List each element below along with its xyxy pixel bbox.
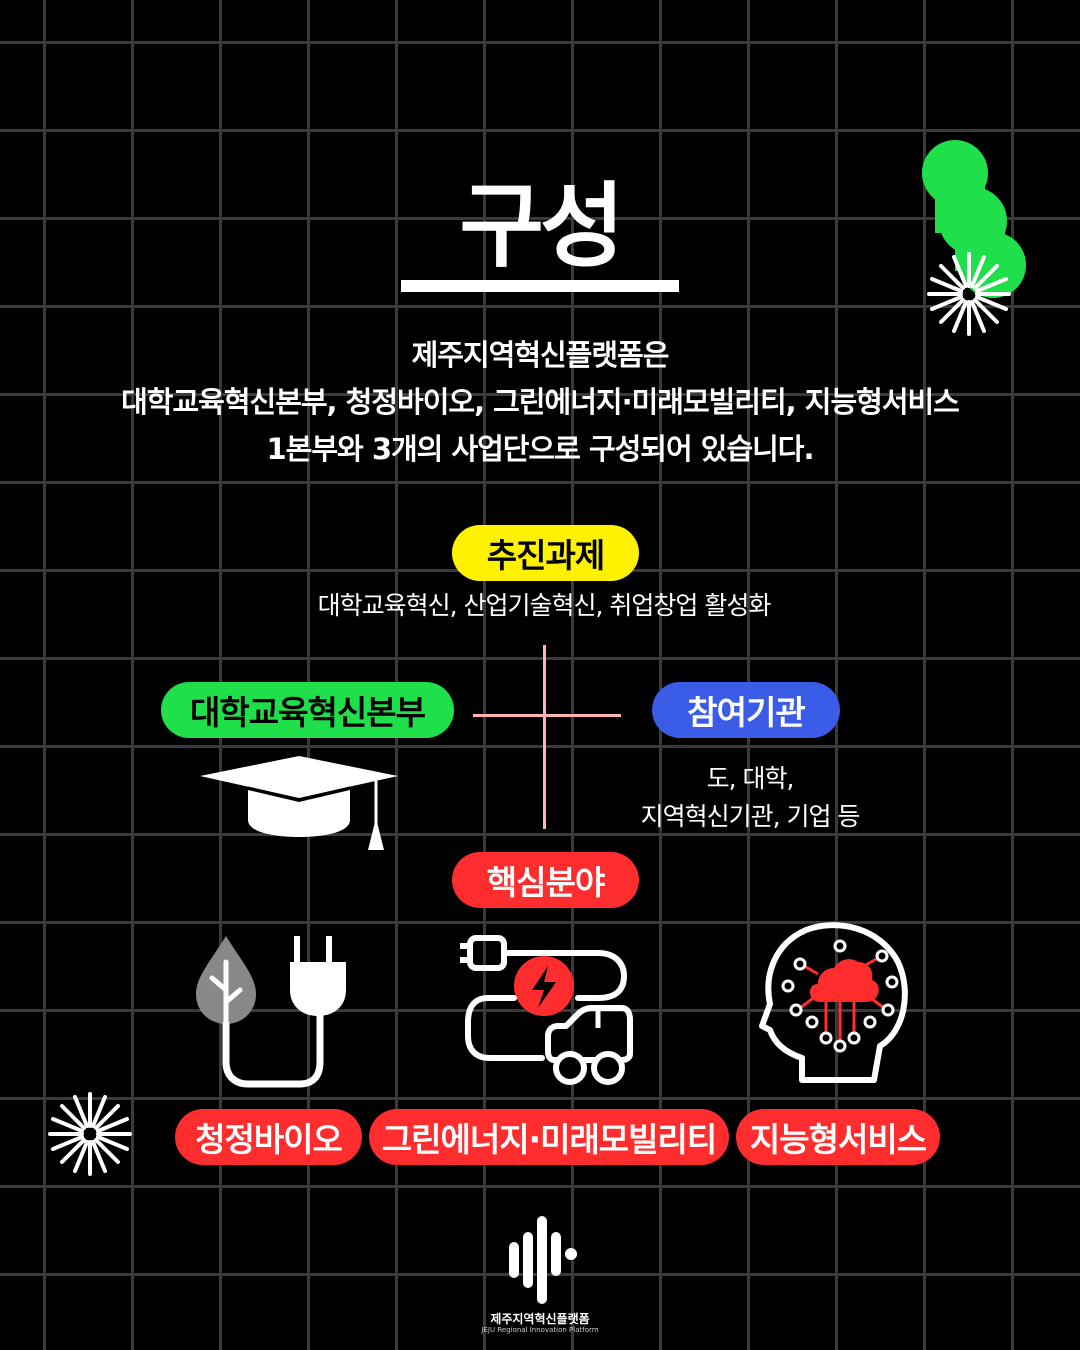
graduation-cap-icon [200, 756, 398, 850]
ai-head-icon [759, 922, 908, 1083]
logo-subtitle: JEJU Regional Innovation Platform [481, 1326, 599, 1334]
electric-car-icon [460, 935, 633, 1085]
intro-line-2: 대학교육혁신본부, 청정바이오, 그린에너지·미래모빌리티, 지능형서비스 [121, 385, 960, 419]
starburst-icon [927, 252, 1011, 336]
intro-line-1: 제주지역혁신플랫폼은 [411, 338, 670, 372]
decorative-green-blob-icon [922, 140, 1026, 298]
tasks-description: 대학교육혁신, 산업기술혁신, 취업창업 활성화 [317, 591, 772, 620]
tasks-badge: 추진과제 [452, 525, 639, 581]
field-intelligent-service: 지능형서비스 [736, 1109, 940, 1165]
participants-badge: 참여기관 [652, 682, 840, 738]
intro-text: 제주지역혁신플랫폼은 대학교육혁신본부, 청정바이오, 그린에너지·미래모빌리티… [0, 332, 1080, 473]
field-clean-bio: 청정바이오 [175, 1109, 362, 1165]
headquarters-badge: 대학교육혁신본부 [161, 682, 454, 738]
intro-line-3: 1본부와 3개의 사업단으로 구성되어 있습니다. [266, 432, 815, 466]
participants-description: 도, 대학, 지역혁신기관, 기업 등 [600, 760, 900, 836]
field-green-energy: 그린에너지·미래모빌리티 [369, 1109, 729, 1165]
participants-line-2: 지역혁신기관, 기업 등 [640, 802, 861, 831]
starburst-icon [48, 1092, 132, 1176]
logo-name: 제주지역혁신플랫폼 [490, 1312, 590, 1326]
leaf-plug-icon [196, 936, 346, 1088]
participants-line-1: 도, 대학, [706, 764, 795, 793]
core-fields-badge: 핵심분야 [452, 852, 639, 908]
page-title: 구성 [459, 173, 624, 280]
title-underline [401, 280, 679, 292]
platform-logo-icon [509, 1216, 577, 1304]
cross-connector-vertical [543, 645, 546, 829]
cross-connector-horizontal [473, 714, 621, 717]
